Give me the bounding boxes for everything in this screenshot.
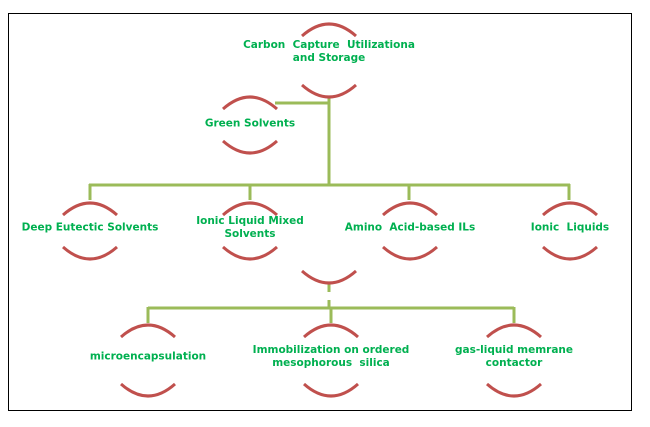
node-level2-0-top-arc	[120, 323, 176, 339]
diagram-frame	[8, 13, 632, 411]
orphan-bottom-arc	[301, 269, 357, 285]
node-ionic-liquids-label: Ionic Liquids	[530, 221, 610, 234]
node-membrane-label: gas-liquid memrane contactor	[454, 344, 574, 369]
node-root-bottom-arc	[301, 83, 357, 99]
node-level1-0-bottom-arc	[62, 245, 118, 261]
node-green-solvents-top-arc	[222, 95, 278, 111]
node-root-label: Carbon Capture Utilizationa and Storage	[243, 39, 415, 64]
node-level2-2-top-arc	[486, 323, 542, 339]
node-immobilization-label: Immobilization on ordered mesophorous si…	[252, 344, 410, 369]
node-green-solvents-bottom-arc	[222, 139, 278, 155]
node-level1-3-bottom-arc	[542, 245, 598, 261]
node-level1-0-top-arc	[62, 201, 118, 217]
node-root-top-arc	[301, 22, 357, 38]
node-green-solvents-label: Green Solvents	[204, 117, 296, 130]
node-microencapsulation-label: microencapsulation	[89, 350, 207, 363]
node-deep-eutectic-label: Deep Eutectic Solvents	[21, 221, 159, 234]
node-amino-acid-label: Amino Acid-based ILs	[344, 221, 476, 234]
node-level2-1-top-arc	[303, 323, 359, 339]
node-level2-0-bottom-arc	[120, 382, 176, 398]
node-level1-2-bottom-arc	[382, 245, 438, 261]
node-level1-1-top-arc	[222, 201, 278, 217]
node-level1-3-top-arc	[542, 201, 598, 217]
node-il-mixed-label: Ionic Liquid Mixed Solvents	[196, 215, 304, 240]
node-level1-1-bottom-arc	[222, 245, 278, 261]
node-level2-2-bottom-arc	[486, 382, 542, 398]
node-level2-1-bottom-arc	[303, 382, 359, 398]
node-level1-2-top-arc	[382, 201, 438, 217]
